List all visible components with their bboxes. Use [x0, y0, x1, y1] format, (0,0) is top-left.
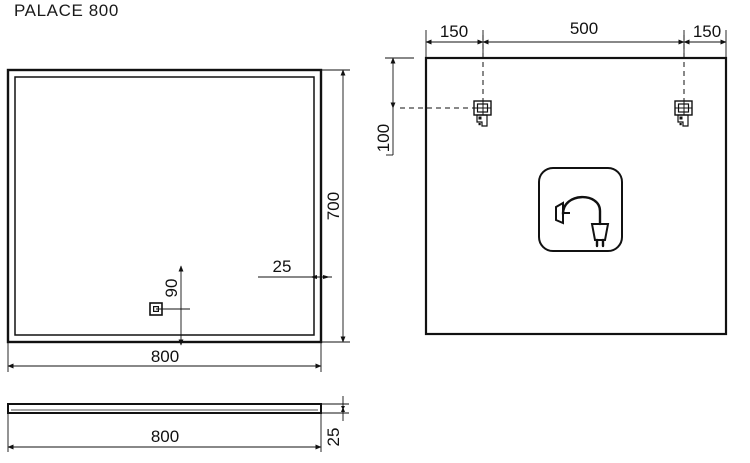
page-title: PALACE 800	[14, 1, 119, 20]
dimension-side-width: 800	[7, 413, 322, 452]
front-view	[6, 68, 323, 344]
back-view	[400, 35, 728, 336]
wall-bracket-left	[473, 100, 492, 127]
dimension-label-side-thickness: 25	[324, 428, 343, 447]
wall-bracket-right	[674, 100, 693, 127]
power-cord-icon	[538, 167, 623, 252]
dimension-front-height: 700	[321, 69, 350, 343]
dimension-back-top-offset: 100	[374, 57, 414, 156]
dimension-label-back-left: 150	[440, 22, 468, 41]
side-view-outline	[7, 403, 322, 414]
dimension-label-front-width: 800	[151, 347, 179, 366]
front-view-outer-frame	[6, 68, 323, 344]
dimension-front-frame: 25	[258, 257, 332, 285]
dimension-back-top-chain: 150 500 150	[425, 19, 727, 58]
side-view	[7, 403, 322, 414]
dimension-label-back-center: 500	[570, 19, 598, 38]
dimension-side-thickness: 25	[321, 396, 349, 446]
dimension-front-width: 800	[7, 342, 322, 372]
dimension-label-front-sensor: 90	[162, 279, 181, 298]
dimension-label-front-height: 700	[324, 192, 343, 220]
dimension-label-back-right: 150	[693, 22, 721, 41]
front-view-inner-glass	[14, 76, 315, 336]
dimension-label-back-top-offset: 100	[374, 124, 393, 152]
back-view-outline	[424, 56, 728, 336]
dimension-label-front-frame: 25	[273, 257, 292, 276]
dimension-label-side-width: 800	[151, 427, 179, 446]
dimension-front-sensor: 90	[156, 265, 190, 346]
